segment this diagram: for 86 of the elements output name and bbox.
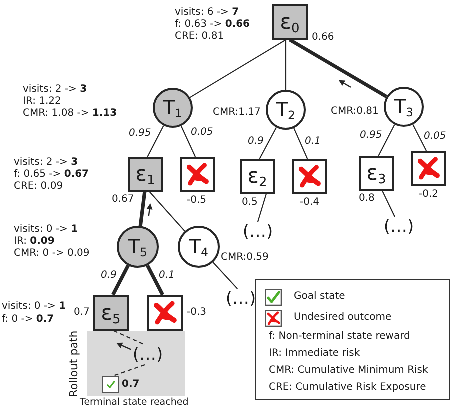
stats-text: CRE: 0.09 bbox=[14, 181, 64, 193]
state-label: ε$_{0}$ bbox=[280, 12, 300, 32]
action-circle bbox=[117, 226, 159, 268]
ellipsis-text: (…) bbox=[383, 217, 415, 237]
edge-label: 0.05 bbox=[424, 131, 446, 143]
definition-text: CMR: Cumulative Minimum Risk bbox=[269, 365, 428, 377]
value-label: 0.7 bbox=[74, 307, 90, 319]
value-label: 0.66 bbox=[312, 32, 334, 44]
edge-label: 0.05 bbox=[191, 127, 214, 139]
action-label: T$_{5}$ bbox=[128, 238, 148, 256]
tree-branch bbox=[412, 124, 428, 152]
stats-text: CMR:0.81 bbox=[331, 106, 379, 118]
state-box bbox=[128, 157, 163, 192]
action-circle bbox=[153, 88, 193, 128]
edge-label: 0.9 bbox=[101, 270, 117, 282]
value-label: -0.4 bbox=[300, 197, 320, 209]
stats-text: visits: 6 -> 7 bbox=[175, 7, 240, 19]
tree-branch bbox=[259, 127, 278, 160]
action-label: T$_{2}$ bbox=[276, 100, 296, 120]
state-label: ε$_{5}$ bbox=[101, 302, 121, 324]
ellipsis-text: (…) bbox=[132, 345, 164, 365]
state-box bbox=[272, 4, 308, 40]
edge-label: 0.95 bbox=[360, 130, 382, 142]
edge-label: 0.9 bbox=[248, 136, 264, 148]
state-label: ε$_{3}$ bbox=[366, 163, 386, 184]
value-label: -0.3 bbox=[187, 307, 207, 319]
definition-text: CRE: Cumulative Risk Exposure bbox=[269, 382, 426, 394]
dashed-line bbox=[114, 330, 146, 346]
value-label: 0.5 bbox=[242, 197, 258, 209]
stats-text: f: 0.63 -> 0.66 bbox=[175, 19, 250, 31]
stats-text: IR: 1.22 bbox=[23, 96, 62, 108]
tree-branch bbox=[382, 190, 396, 218]
action-circle bbox=[266, 90, 306, 130]
state-box bbox=[359, 156, 394, 191]
value-label: 0.8 bbox=[359, 193, 375, 205]
action-label: T$_{4}$ bbox=[189, 238, 209, 256]
legend-text: Undesired outcome bbox=[294, 312, 392, 324]
stats-text: visits: 2 -> 3 bbox=[23, 84, 88, 96]
edge-label: 0.1 bbox=[159, 270, 175, 282]
stats-text: CMR:0.59 bbox=[221, 252, 269, 264]
stats-text: visits: 0 -> 1 bbox=[14, 224, 78, 236]
bold-branch bbox=[112, 264, 130, 296]
value-label: 0.7 bbox=[122, 379, 140, 391]
tree-branch bbox=[378, 124, 396, 156]
tree-branch bbox=[147, 126, 164, 158]
tree-branch bbox=[294, 128, 308, 160]
ellipsis-text: (…) bbox=[225, 289, 257, 309]
tree-branch bbox=[180, 126, 196, 158]
ellipsis-text: (…) bbox=[242, 222, 274, 242]
legend-text: Goal state bbox=[294, 291, 346, 303]
action-label: T$_{3}$ bbox=[394, 98, 414, 116]
value-label: -0.2 bbox=[419, 189, 439, 201]
stats-text: f: 0.65 -> 0.67 bbox=[14, 169, 90, 181]
edge-label: 0.1 bbox=[305, 136, 321, 148]
bold-branch bbox=[289, 38, 388, 98]
stats-text: CMR:1.17 bbox=[213, 107, 261, 119]
dashed-line bbox=[113, 364, 146, 377]
state-label: ε$_{2}$ bbox=[248, 166, 268, 187]
bold-branch bbox=[146, 264, 164, 296]
definition-text: IR: Immediate risk bbox=[269, 348, 360, 360]
definition-text: f: Non-terminal state reward bbox=[269, 331, 410, 343]
stats-text: visits: 2 -> 3 bbox=[14, 157, 78, 169]
state-label: ε$_{1}$ bbox=[136, 164, 156, 185]
stats-text: visits: 0 -> 1 bbox=[2, 301, 66, 313]
edge-label: 0.95 bbox=[129, 128, 152, 140]
stats-text: CMR: 1.08 -> 1.13 bbox=[23, 108, 118, 120]
region-label: Terminal state reached bbox=[80, 397, 189, 409]
stats-text: IR: 0.09 bbox=[14, 236, 55, 248]
stats-text: CRE: 0.81 bbox=[175, 31, 224, 43]
stats-text: CMR: 0 -> 0.09 bbox=[14, 248, 90, 260]
action-circle bbox=[384, 87, 424, 127]
tree-branch bbox=[190, 40, 286, 98]
value-label: 0.67 bbox=[112, 194, 134, 206]
stats-text: f: 0 -> 0.7 bbox=[2, 314, 54, 326]
region-label: Rollout path bbox=[68, 330, 80, 398]
tree-branch bbox=[149, 192, 186, 232]
value-label: -0.5 bbox=[187, 195, 207, 207]
state-box bbox=[93, 295, 129, 331]
action-label: T$_{1}$ bbox=[163, 98, 183, 118]
bold-branch bbox=[138, 192, 147, 226]
tree-branch bbox=[212, 262, 238, 290]
tree-branch bbox=[257, 194, 268, 222]
action-circle bbox=[178, 226, 220, 268]
goal-box bbox=[102, 376, 119, 393]
tree-branch bbox=[285, 40, 287, 90]
state-box bbox=[240, 159, 275, 194]
